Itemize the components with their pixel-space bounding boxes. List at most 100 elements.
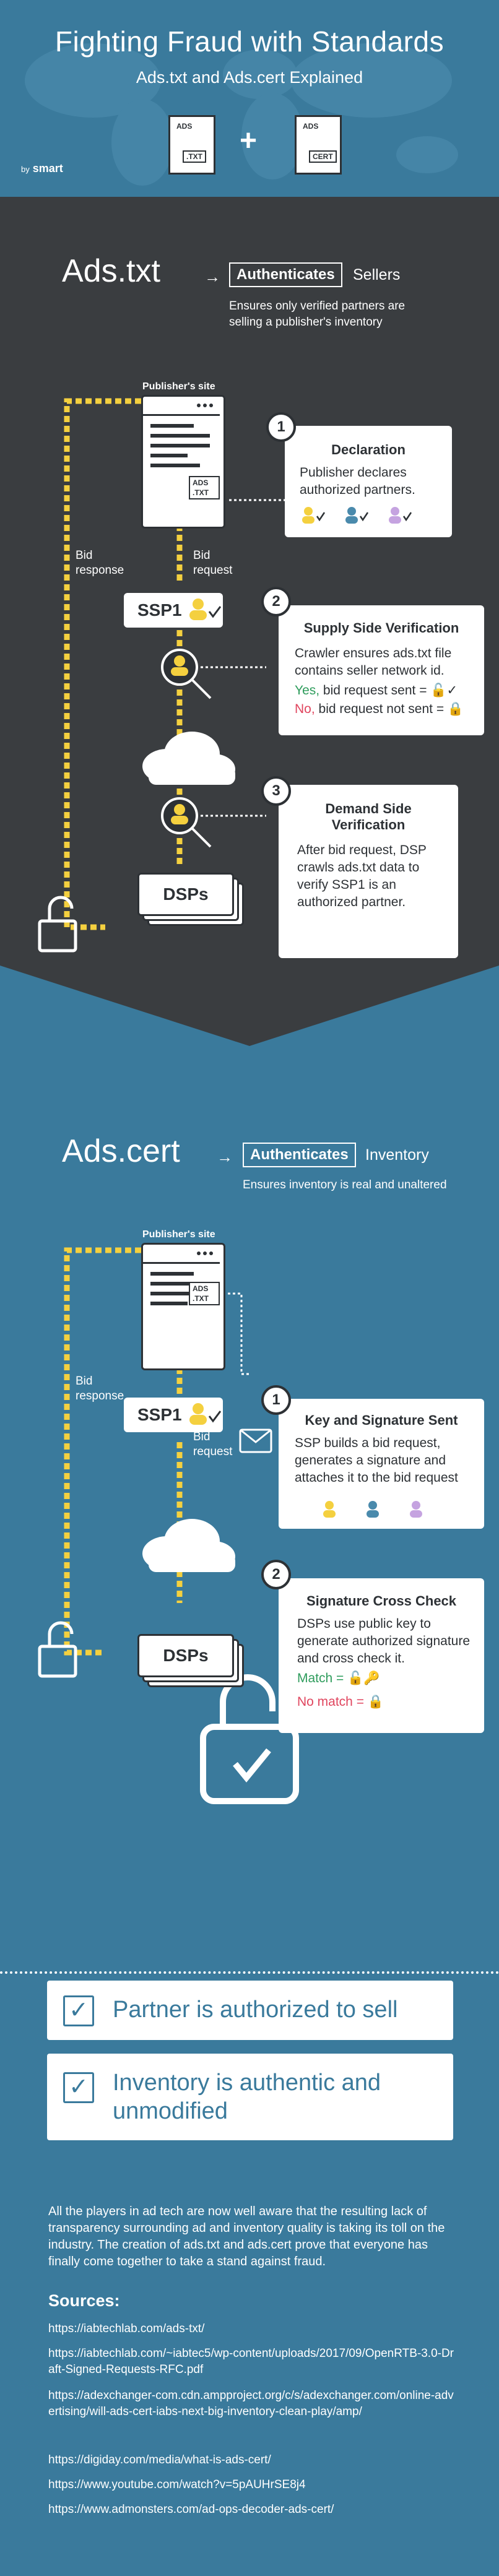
no-match-line: No match = 🔒 xyxy=(297,1693,484,1711)
step-title: Declaration xyxy=(331,442,406,457)
check-item-authentic: ✓ Inventory is authentic and unmodified xyxy=(47,2054,453,2140)
yes-word: Yes, xyxy=(295,683,320,698)
yes-line: Yes, bid request sent = 🔓✓ xyxy=(295,682,474,699)
dsps-box: DSPs xyxy=(137,873,234,916)
step-body: DSPs use public key to generate authoriz… xyxy=(297,1617,471,1666)
no-word: No, xyxy=(295,702,315,716)
brand-credit: by smart xyxy=(21,162,63,175)
site-ads-txt-tag-top: ADS xyxy=(193,478,209,487)
checkbox-icon: ✓ xyxy=(63,2072,94,2103)
authenticates-badge: Authenticates xyxy=(229,262,342,287)
brand-logo: smart xyxy=(32,162,63,175)
bid-request-label: Bid request xyxy=(193,549,233,577)
ads-cert-doc-tag-top: ADS xyxy=(303,122,319,131)
ads-txt-flow-lines xyxy=(38,398,285,953)
step-number-1: 1 xyxy=(266,412,296,442)
publisher-site-label: Publisher's site xyxy=(142,1229,215,1240)
yes-text: bid request sent = xyxy=(319,683,427,698)
ssp-person-check-icon xyxy=(189,1403,222,1425)
no-match-label: No match = xyxy=(297,1695,364,1709)
checkbox-icon: ✓ xyxy=(63,1995,94,2026)
step-body: After bid request, DSP crawls ads.txt da… xyxy=(297,843,427,909)
divider-band xyxy=(0,966,499,1114)
ssp-box: SSP1 xyxy=(124,1398,223,1432)
ads-cert-flow-lines xyxy=(38,1247,299,1804)
world-map-background xyxy=(25,43,458,186)
ads-cert-doc-icon: ADS CERT xyxy=(295,115,342,175)
ads-cert-sub-1: Ensures inventory is real and unaltered xyxy=(243,1178,447,1191)
step-number-2: 2 xyxy=(261,587,291,616)
sources-title: Sources: xyxy=(48,2291,120,2310)
authorized-partners-icons xyxy=(302,507,412,524)
check-label: Inventory is authentic and unmodified xyxy=(113,2070,381,2124)
header: Fighting Fraud with Standards Ads.txt an… xyxy=(0,0,499,197)
page-subtitle: Ads.txt and Ads.cert Explained xyxy=(136,68,363,87)
step-body: SSP builds a bid request, generates a si… xyxy=(295,1436,458,1485)
site-ads-txt-tag: ADS.TXT xyxy=(189,1282,220,1305)
auth-target: Inventory xyxy=(365,1146,429,1164)
source-link[interactable]: https://digiday.com/media/what-is-ads-ce… xyxy=(48,2453,271,2466)
step-signature-cross-check-card: Signature Cross Check DSPs use public ke… xyxy=(279,1578,484,1733)
step-number-2: 2 xyxy=(261,1560,291,1589)
step-title: Supply Side Verification xyxy=(303,620,459,636)
source-link[interactable]: https://iabtechlab.com/~iabtec5/wp-conte… xyxy=(48,2347,454,2376)
no-text: bid request not sent = xyxy=(315,702,445,716)
step-key-signature-card: Key and Signature Sent SSP builds a bid … xyxy=(279,1399,484,1529)
summary-paragraph: All the players in ad tech are now well … xyxy=(48,2205,445,2268)
bid-request-label: Bid request xyxy=(193,1430,233,1458)
site-ads-txt-tag-top: ADS xyxy=(193,1284,209,1293)
ssp-box: SSP1 xyxy=(124,593,223,628)
ads-txt-sub-2: selling a publisher's inventory xyxy=(229,316,383,329)
step-supply-side-card: Supply Side Verification Crawler ensures… xyxy=(279,605,484,735)
dotted-divider xyxy=(0,1971,499,1974)
webpage-lines-icon xyxy=(143,404,220,467)
site-ads-txt-tag-bottom: .TXT xyxy=(193,1294,209,1303)
key-person-icons xyxy=(323,1501,422,1518)
page-title: Fighting Fraud with Standards xyxy=(54,25,445,58)
source-link[interactable]: https://www.youtube.com/watch?v=5pAUHrSE… xyxy=(48,2478,306,2491)
ads-txt-doc-tag: .TXT xyxy=(183,150,206,163)
plus-icon: + xyxy=(240,124,258,157)
publisher-site-label: Publisher's site xyxy=(142,381,215,392)
unlocked-check-icon: 🔓✓ xyxy=(430,683,458,698)
step-title: Demand Side Verification xyxy=(325,801,412,832)
check-label: Partner is authorized to sell xyxy=(113,1997,398,2023)
publisher-site-icon: ADS.TXT xyxy=(141,395,225,529)
step-number-3: 3 xyxy=(261,776,291,806)
locked-icon: 🔒 xyxy=(447,702,464,716)
site-ads-txt-tag: ADS.TXT xyxy=(189,476,220,499)
site-ads-txt-tag-bottom: .TXT xyxy=(193,488,209,497)
bid-response-label: Bid response xyxy=(76,549,124,577)
step-declaration-card: Declaration Publisher declares authorize… xyxy=(285,426,452,537)
source-link[interactable]: https://www.admonsters.com/ad-ops-decode… xyxy=(48,2503,334,2516)
step-body: Publisher declares authorized partners. xyxy=(300,465,415,497)
step-number-1: 1 xyxy=(261,1385,291,1415)
auth-target: Sellers xyxy=(353,266,401,283)
bid-response-label: Bid response xyxy=(76,1375,124,1403)
dsps-box: DSPs xyxy=(137,1634,234,1677)
webpage-lines-icon xyxy=(143,1251,220,1305)
ads-cert-section: Ads.cert → Authenticates Inventory Ensur… xyxy=(0,1108,499,1974)
source-link[interactable]: https://iabtechlab.com/ads-txt/ xyxy=(48,2322,205,2335)
publisher-site-icon: ADS.TXT xyxy=(141,1243,225,1370)
arrow-icon: → xyxy=(204,267,220,286)
step-title: Key and Signature Sent xyxy=(305,1412,458,1428)
by-label: by xyxy=(21,165,30,174)
source-link[interactable]: https://adexchanger-com.cdn.ampproject.o… xyxy=(48,2389,454,2418)
ads-txt-heading: Ads.txt xyxy=(62,253,160,289)
unlocked-key-icon: 🔓🔑 xyxy=(347,1671,380,1685)
check-item-authorized: ✓ Partner is authorized to sell xyxy=(47,1981,453,2040)
ads-txt-doc-tag-top: ADS xyxy=(176,122,193,131)
ads-txt-sub-1: Ensures only verified partners are xyxy=(229,300,406,313)
ads-cert-doc-tag: CERT xyxy=(309,150,337,163)
ads-cert-heading: Ads.cert xyxy=(62,1133,180,1169)
authenticates-badge: Authenticates xyxy=(243,1143,356,1167)
step-demand-side-card: Demand Side Verification After bid reque… xyxy=(279,785,458,958)
ssp-person-check-icon xyxy=(189,599,222,620)
step-title: Signature Cross Check xyxy=(306,1593,457,1609)
match-line: Match = 🔓🔑 xyxy=(297,1670,484,1687)
arrow-icon: → xyxy=(217,1148,233,1166)
match-label: Match = xyxy=(297,1671,344,1685)
no-line: No, bid request not sent = 🔒 xyxy=(295,701,474,718)
